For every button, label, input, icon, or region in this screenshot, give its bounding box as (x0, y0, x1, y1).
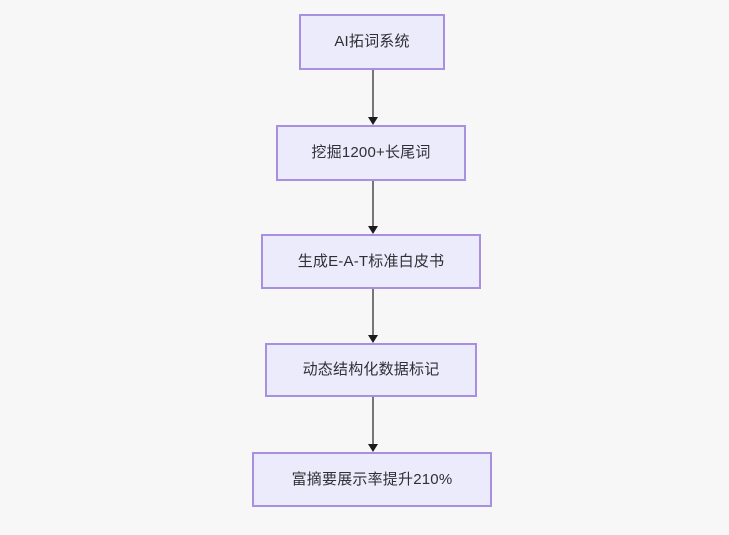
arrowhead-icon (368, 117, 378, 125)
edge-line (372, 397, 374, 445)
flow-node-label: AI拓词系统 (334, 33, 410, 50)
flow-node-ai-keyword-system[interactable]: AI拓词系统 (299, 14, 445, 70)
flow-node-longtail-mining[interactable]: 挖掘1200+长尾词 (276, 125, 466, 181)
flow-node-eat-whitepaper[interactable]: 生成E-A-T标准白皮书 (261, 234, 481, 289)
edge-line (372, 181, 374, 227)
arrowhead-icon (368, 444, 378, 452)
flow-node-label: 动态结构化数据标记 (302, 361, 440, 378)
flow-node-label: 挖掘1200+长尾词 (311, 144, 431, 161)
flow-node-label: 富摘要展示率提升210% (291, 470, 453, 488)
arrowhead-icon (368, 335, 378, 343)
flow-node-structured-data-markup[interactable]: 动态结构化数据标记 (265, 343, 477, 397)
flow-node-rich-snippet-uplift[interactable]: 富摘要展示率提升210% (252, 452, 492, 507)
flow-node-label: 生成E-A-T标准白皮书 (297, 252, 445, 270)
edge-line (372, 70, 374, 118)
arrowhead-icon (368, 226, 378, 234)
edge-line (372, 289, 374, 336)
